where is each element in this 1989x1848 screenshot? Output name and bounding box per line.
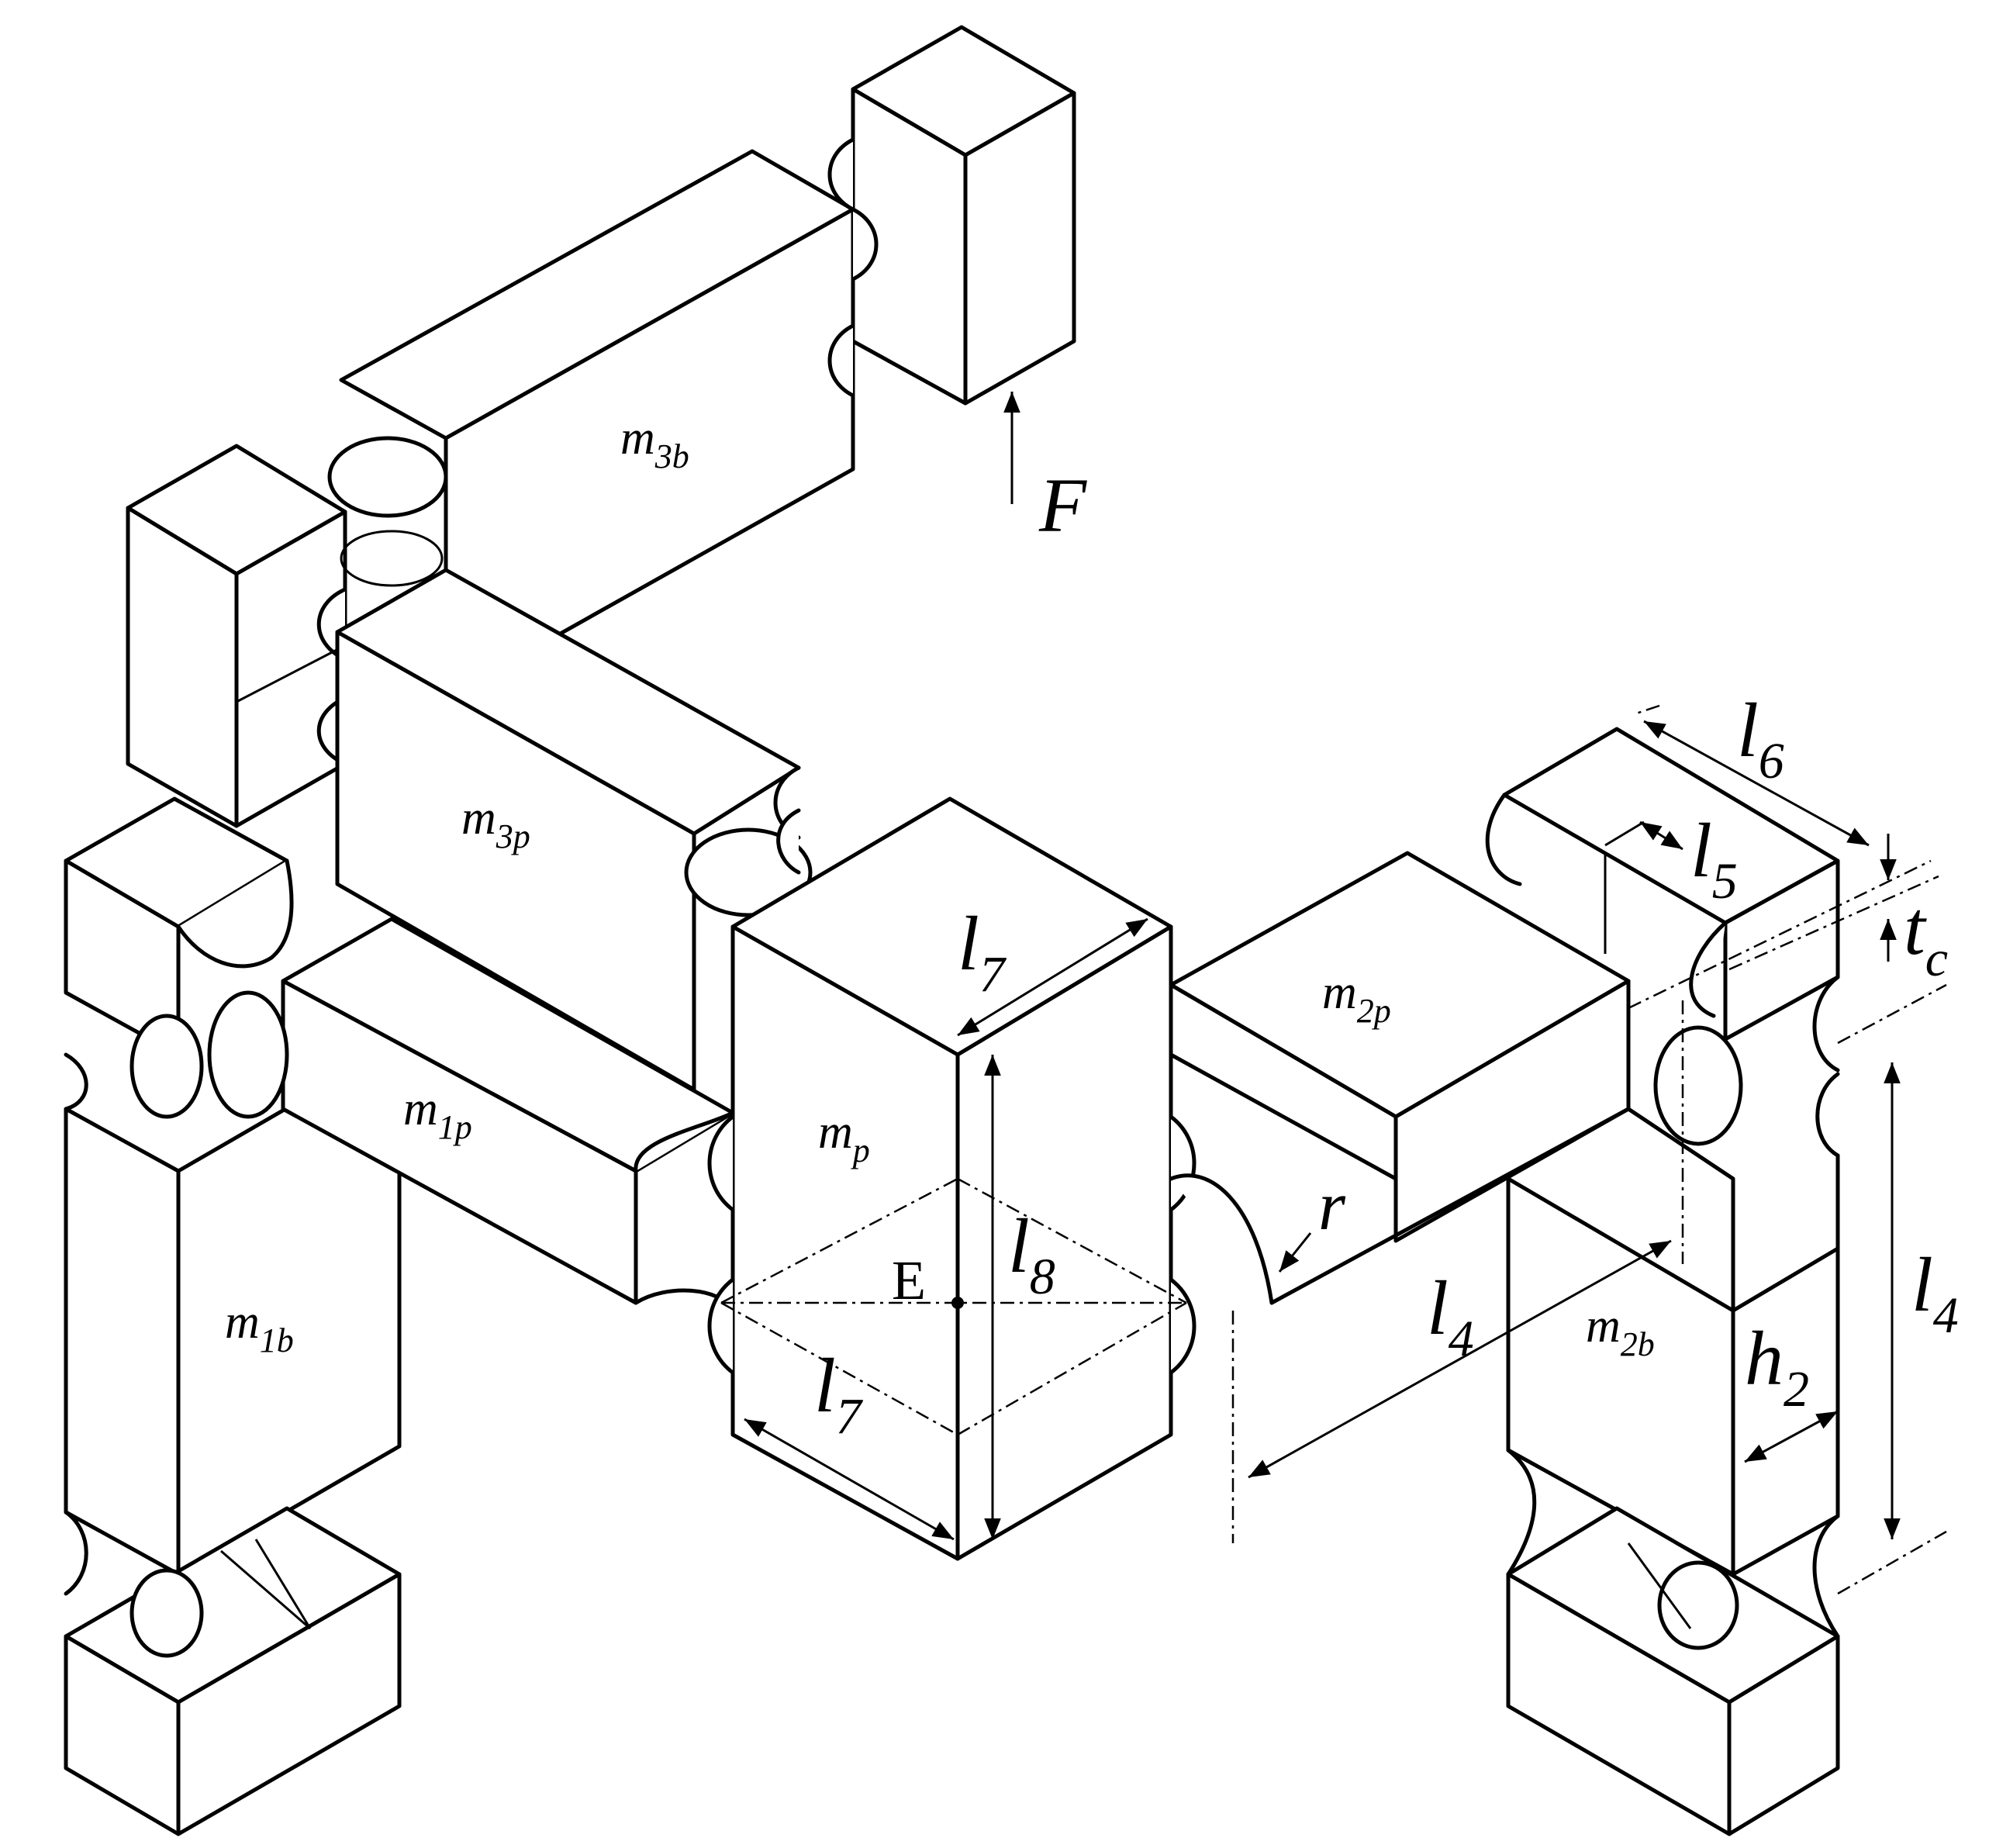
m1b-column — [64, 1041, 402, 1596]
label-m1b: m1b — [225, 1296, 294, 1359]
label-l4-vertical: l4 — [1911, 1242, 1959, 1344]
dim-l5 — [1639, 820, 1683, 851]
label-r: r — [1318, 1168, 1346, 1245]
label-mp: mp — [818, 1106, 870, 1169]
label-force: F — [1038, 462, 1087, 548]
labels: m3b m3p m1p m1b mp m2p m2b F E l7 l8 l7 … — [225, 412, 1959, 1445]
label-point-e: E — [892, 1249, 926, 1311]
left-bottom-block — [64, 1506, 402, 1836]
label-m1p: m1p — [403, 1083, 472, 1146]
dim-l7-top — [957, 917, 1148, 1037]
dim-l4-horizontal — [1248, 1239, 1672, 1479]
label-l7-top: l7 — [958, 900, 1007, 1003]
label-l6: l6 — [1737, 687, 1784, 789]
central-block-mp — [707, 796, 1197, 1561]
label-m2p: m2p — [1322, 966, 1391, 1030]
left-top-block — [64, 796, 294, 1119]
m3p-plate — [335, 568, 813, 1092]
top-right-block — [851, 25, 1076, 406]
m2p-beam — [1169, 851, 1631, 1305]
label-h2: h2 — [1745, 1315, 1809, 1418]
label-m3b: m3b — [620, 412, 689, 475]
label-m2b: m2b — [1586, 1300, 1655, 1363]
dim-l6 — [1643, 720, 1870, 847]
point-e-dot — [951, 1297, 964, 1309]
dim-h2 — [1744, 1410, 1839, 1463]
label-tc: tc — [1904, 885, 1948, 987]
label-l5: l5 — [1690, 807, 1738, 910]
label-l8: l8 — [1008, 1203, 1055, 1305]
label-m3p: m3p — [461, 792, 530, 855]
right-bottom-block — [1506, 1448, 1840, 1836]
label-l4-horizontal: l4 — [1427, 1265, 1474, 1367]
label-l7-bottom: l7 — [814, 1342, 864, 1445]
dim-l7-bottom — [744, 1418, 955, 1541]
dimension-arrows — [744, 392, 1901, 1541]
dim-r — [1278, 1232, 1312, 1273]
